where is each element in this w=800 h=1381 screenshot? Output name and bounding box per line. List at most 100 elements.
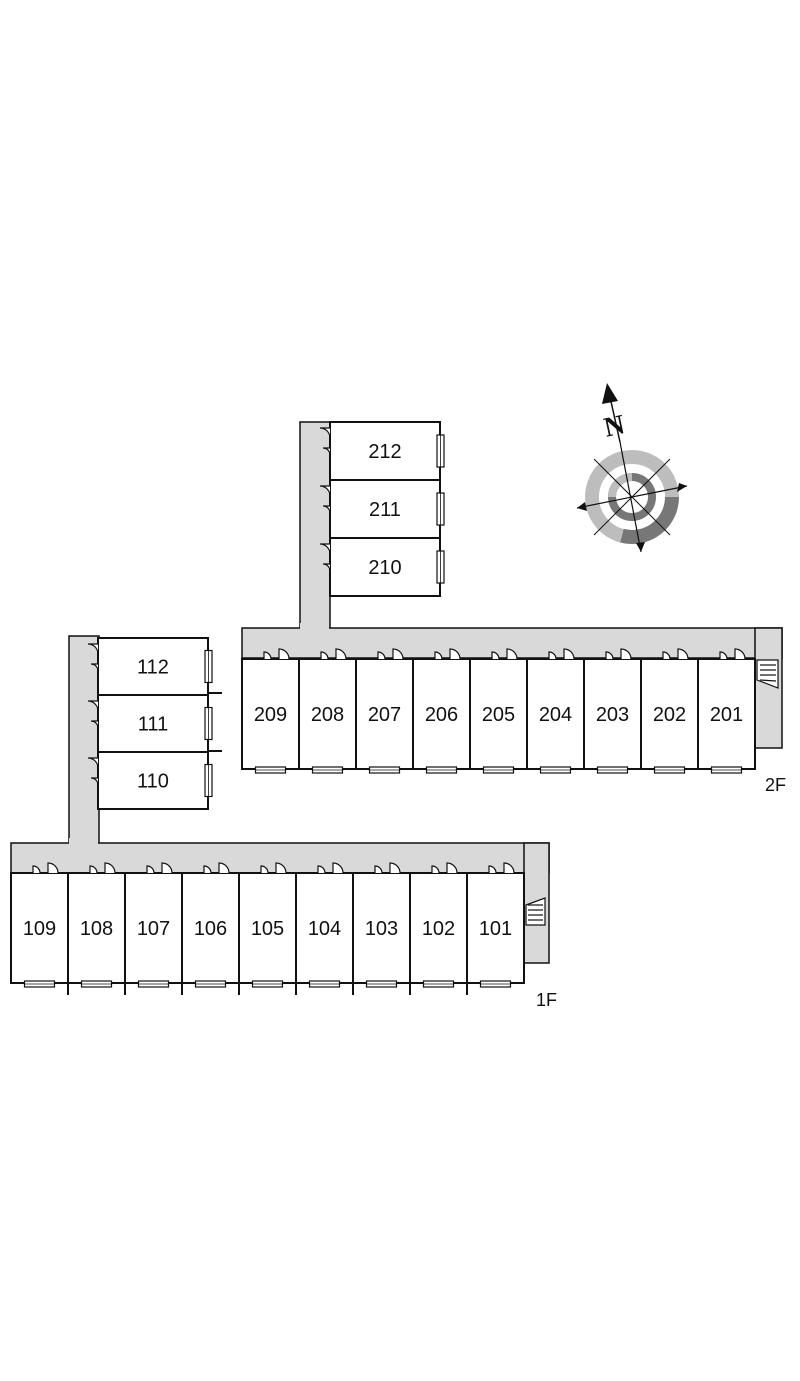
unit-number: 202	[653, 704, 686, 726]
2f-unit-204: 204	[526, 648, 585, 774]
unit-number: 201	[710, 704, 743, 726]
door-icon	[488, 865, 497, 874]
unit-number: 209	[254, 704, 287, 726]
unit-number: 206	[425, 704, 458, 726]
unit-outline	[526, 658, 585, 770]
door-icon	[319, 427, 331, 439]
compass-north-label: N	[601, 409, 627, 444]
1f-unit-104: 104	[295, 862, 354, 988]
unit-outline	[329, 479, 441, 539]
stairs-2f	[756, 659, 779, 689]
door-icon	[563, 648, 575, 660]
door-icon	[275, 862, 287, 874]
2f-unit-207: 207	[355, 648, 414, 774]
2f-unit-206: 206	[412, 648, 471, 774]
door-icon	[47, 862, 59, 874]
unit-number: 212	[368, 441, 401, 463]
unit-number: 106	[194, 918, 227, 940]
door-icon	[90, 720, 99, 729]
unit-number: 208	[311, 704, 344, 726]
1f-unit-108: 108	[67, 862, 126, 988]
1f-unit-106: 106	[181, 862, 240, 988]
unit-number: 103	[365, 918, 398, 940]
1f-unit-105: 105	[238, 862, 297, 988]
1f-unit-102: 102	[409, 862, 468, 988]
door-icon	[677, 648, 689, 660]
floor-label-2f: 2F	[765, 775, 786, 795]
door-icon	[320, 651, 329, 660]
unit-number: 112	[137, 657, 169, 679]
door-icon	[90, 663, 99, 672]
door-icon	[322, 505, 331, 514]
door-icon	[260, 865, 269, 874]
door-icon	[89, 865, 98, 874]
compass-north-arrow	[609, 396, 621, 443]
door-icon	[322, 563, 331, 572]
unit-outline	[67, 872, 126, 984]
unit-number: 101	[479, 918, 512, 940]
door-icon	[719, 651, 728, 660]
door-icon	[278, 648, 290, 660]
compass: N	[576, 383, 688, 553]
1f-unit-112: 112	[87, 637, 213, 696]
door-icon	[90, 777, 99, 786]
unit-number: 203	[596, 704, 629, 726]
compass-ring-outer-dark	[620, 496, 679, 544]
unit-number: 109	[23, 918, 56, 940]
door-icon	[548, 651, 557, 660]
door-icon	[431, 865, 440, 874]
1f-unit-103: 103	[352, 862, 411, 988]
door-icon	[32, 865, 41, 874]
2f-unit-209: 209	[241, 648, 300, 774]
door-icon	[203, 865, 212, 874]
unit-outline	[97, 694, 209, 753]
door-icon	[449, 648, 461, 660]
door-icon	[104, 862, 116, 874]
unit-outline	[329, 421, 441, 481]
2f-unit-208: 208	[298, 648, 357, 774]
door-icon	[332, 862, 344, 874]
unit-number: 207	[368, 704, 401, 726]
1f-unit-107: 107	[124, 862, 183, 988]
door-icon	[446, 862, 458, 874]
1f-unit-109: 109	[10, 862, 69, 988]
door-icon	[317, 865, 326, 874]
unit-outline	[10, 872, 69, 984]
unit-number: 211	[369, 499, 401, 521]
unit-outline	[412, 658, 471, 770]
door-icon	[503, 862, 515, 874]
door-icon	[620, 648, 632, 660]
unit-number: 204	[539, 704, 572, 726]
unit-number: 102	[422, 918, 455, 940]
unit-outline	[329, 537, 441, 597]
unit-number: 210	[368, 557, 401, 579]
door-icon	[87, 757, 99, 769]
2f-unit-211: 211	[319, 479, 445, 539]
door-icon	[434, 651, 443, 660]
2f-unit-210: 210	[319, 537, 445, 597]
door-icon	[335, 648, 347, 660]
door-icon	[392, 648, 404, 660]
door-icon	[87, 700, 99, 712]
unit-number: 111	[138, 714, 168, 736]
compass-arrow-icon	[602, 383, 618, 404]
unit-number: 107	[137, 918, 170, 940]
1f-unit-111: 111	[87, 694, 213, 753]
door-icon	[491, 651, 500, 660]
door-icon	[389, 862, 401, 874]
door-icon	[161, 862, 173, 874]
floor-label-1f: 1F	[536, 990, 557, 1010]
1f-unit-110: 110	[87, 751, 213, 810]
door-icon	[263, 651, 272, 660]
door-icon	[87, 643, 99, 655]
unit-outline	[298, 658, 357, 770]
door-icon	[146, 865, 155, 874]
unit-outline	[238, 872, 297, 984]
door-icon	[506, 648, 518, 660]
unit-outline	[241, 658, 300, 770]
unit-number: 108	[80, 918, 113, 940]
door-icon	[734, 648, 746, 660]
unit-number: 105	[251, 918, 284, 940]
